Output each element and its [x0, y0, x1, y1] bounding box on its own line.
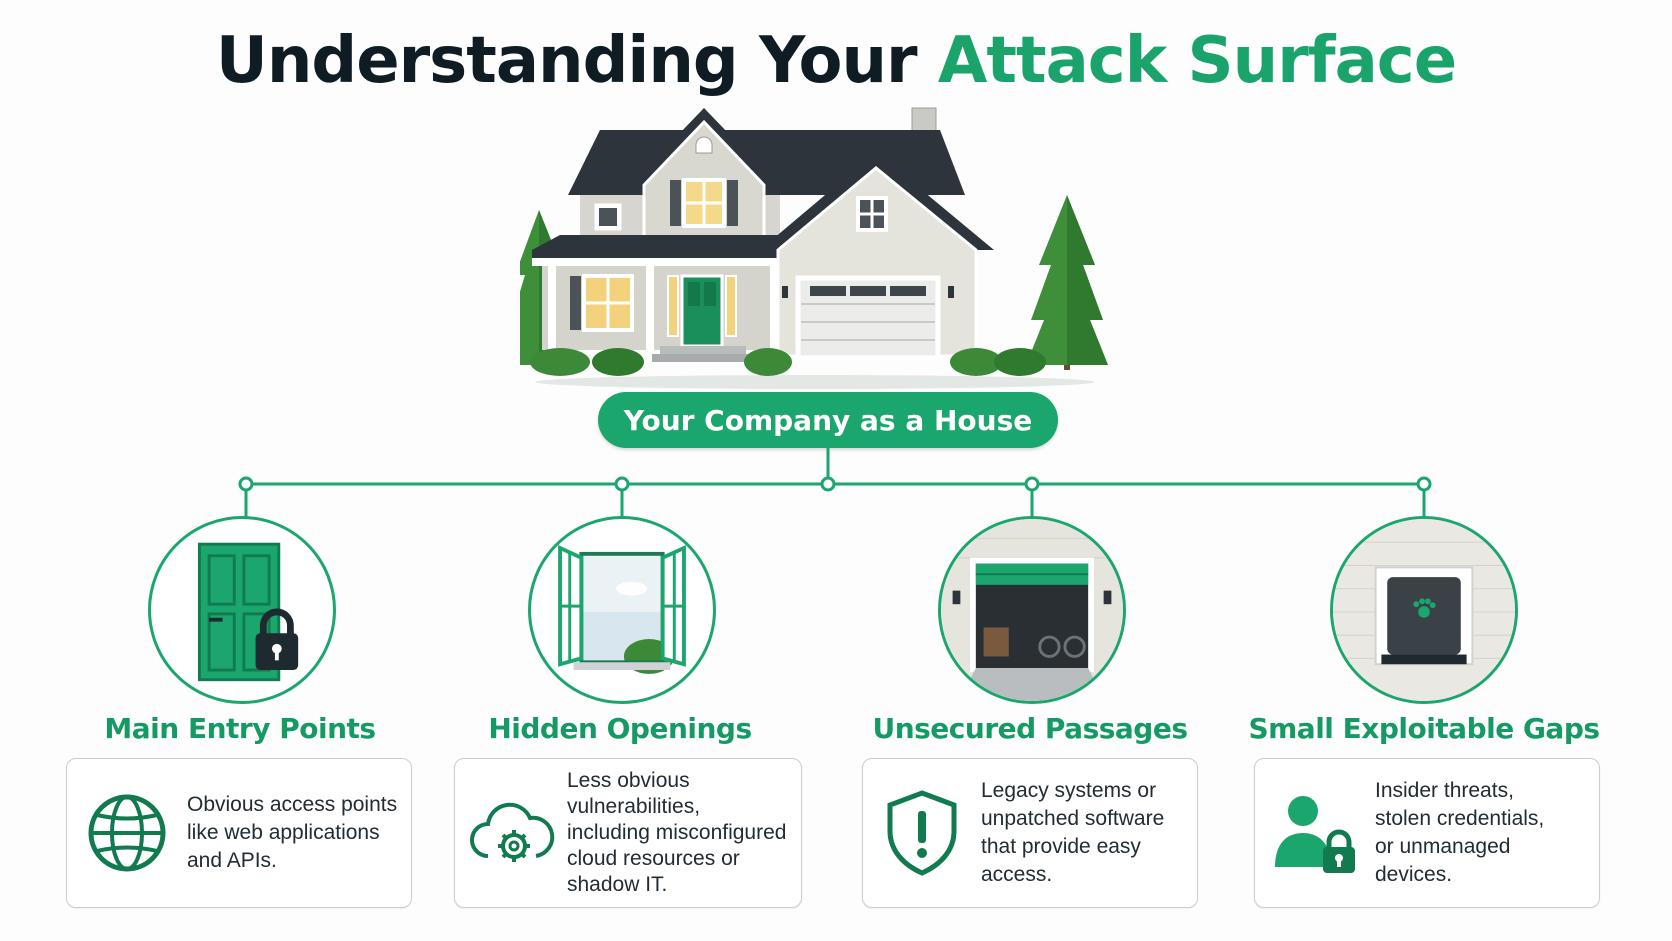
category-title-unsecured-passages: Unsecured Passages — [872, 712, 1188, 745]
right-tree — [1026, 195, 1108, 370]
door-illustration — [148, 516, 336, 704]
globe-icon — [67, 792, 187, 874]
garage-illustration — [938, 516, 1126, 704]
card-text-small-gaps: Insider threats, stolen credentials, or … — [1375, 779, 1545, 886]
card-text-hidden-openings: Less obvious vulnerabilities, including … — [567, 769, 787, 896]
center-label-pill: Your Company as a House — [598, 392, 1058, 448]
title-accent: Attack Surface — [937, 24, 1457, 98]
card-hidden-openings: Less obvious vulnerabilities, including … — [454, 758, 802, 908]
category-title-small-gaps: Small Exploitable Gaps — [1248, 712, 1600, 745]
card-unsecured-passages: Legacy systems or unpatched software tha… — [862, 758, 1198, 908]
category-title-hidden-openings: Hidden Openings — [488, 712, 752, 745]
house-illustration — [520, 107, 1108, 389]
user-lock-icon — [1255, 791, 1375, 875]
card-text-main-entry: Obvious access points like web applicati… — [187, 793, 398, 872]
shield-alert-icon — [863, 789, 981, 877]
title-prefix: Understanding Your — [215, 24, 918, 98]
card-main-entry: Obvious access points like web applicati… — [66, 758, 412, 908]
page-title: Understanding Your Attack Surface — [0, 24, 1672, 98]
window-illustration — [528, 516, 716, 704]
card-small-gaps: Insider threats, stolen credentials, or … — [1254, 758, 1600, 908]
category-title-main-entry: Main Entry Points — [104, 712, 376, 745]
pet-door-illustration — [1330, 516, 1518, 704]
card-text-unsecured-passages: Legacy systems or unpatched software tha… — [981, 779, 1165, 886]
cloud-gear-icon — [455, 798, 567, 868]
